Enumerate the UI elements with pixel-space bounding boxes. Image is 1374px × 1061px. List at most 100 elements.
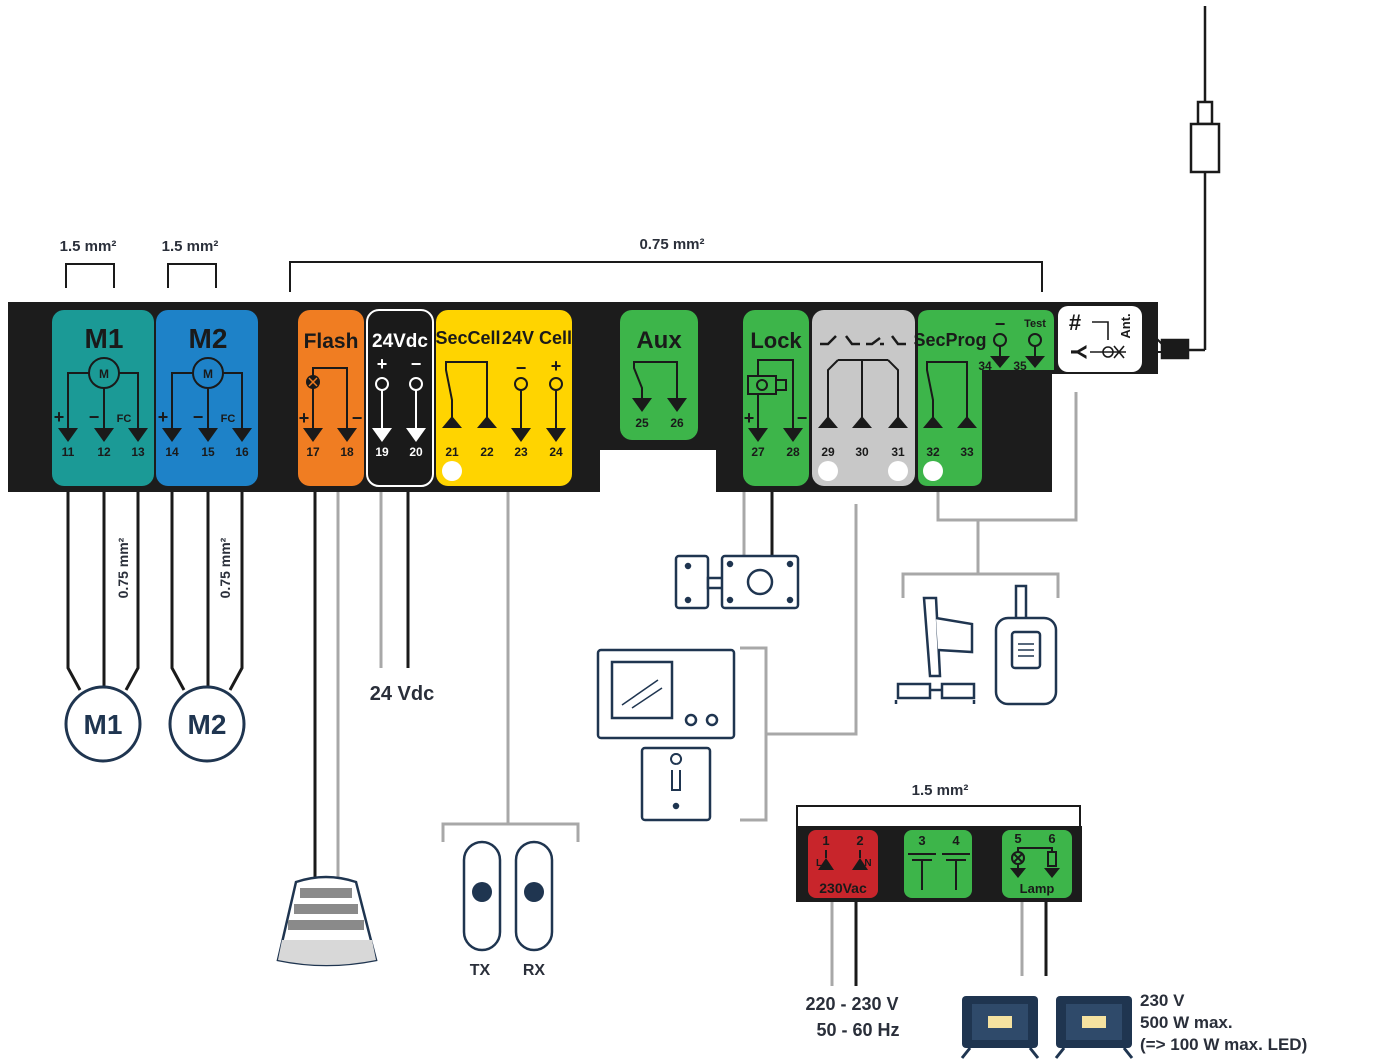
lock-title: Lock [750,328,802,353]
cell24-plus: + [551,356,562,376]
lamp-voltage: 230 V [1140,991,1185,1010]
lamp-led-power: (=> 100 W max. LED) [1140,1035,1307,1054]
m2-minus: − [193,407,204,427]
terminal-31: 31 [891,445,905,459]
seccell-block: SecCell 24V Cell − + 21 22 23 24 [435,310,572,486]
line-l: L [816,858,822,869]
wire-size-motor1: 1.5 mm² [60,238,117,255]
terminal-11: 11 [62,445,75,459]
terminal-32: 32 [926,445,940,459]
mains-voltage: 220 - 230 V [805,994,898,1014]
mains-frequency: 50 - 60 Hz [816,1020,899,1040]
terminal-13: 13 [131,445,145,459]
terminal-14: 14 [165,445,179,459]
antenna-hash: # [1069,310,1081,335]
jumper-indicator [923,461,943,481]
jumper-indicator [888,461,908,481]
flash-title: Flash [304,330,359,353]
tx-label: TX [470,962,491,979]
terminal-20: 20 [409,445,423,459]
wire-size-brackets [65,261,1081,826]
m1-title: M1 [85,323,124,354]
power-terminal-3: 3 [918,833,925,848]
m1-minus: − [89,407,100,427]
m2-block: M2 M + − FC 14 15 16 [156,310,258,486]
floodlight-icon [960,996,1040,1059]
intercom-icon [596,648,736,740]
terminal-25: 25 [635,416,649,430]
terminal-15: 15 [201,445,215,459]
m2-title: M2 [189,323,228,354]
photocell-tx-icon [462,840,502,952]
m2-motor-symbol: M [203,367,213,381]
rx-label: RX [523,962,546,979]
key-switch-icon [640,746,712,822]
flash-block: Flash + − 17 18 [298,310,364,486]
secprog-title: SecProg [913,330,986,350]
lock-minus: − [797,408,808,428]
m1-block: M1 M + − FC 11 12 13 [52,310,154,486]
motor2-label: M2 [188,709,227,740]
terminal-30: 30 [855,445,869,459]
flash-minus: − [352,408,363,428]
aux-title: Aux [636,327,682,354]
terminal-16: 16 [235,445,249,459]
remote-control-icon [994,584,1058,706]
wire-size-low-voltage: 0.75 mm² [639,236,704,253]
photo-edge-icon [894,596,976,704]
seccell-title: SecCell [435,328,500,348]
terminal-23: 23 [514,445,528,459]
m2-fc: FC [221,413,236,425]
terminal-22: 22 [480,445,494,459]
terminal-12: 12 [97,445,111,459]
motor1-label: M1 [84,709,123,740]
m1-motor-symbol: M [99,367,109,381]
terminal-17: 17 [306,445,320,459]
secprog-test: Test [1024,318,1046,330]
antenna-y: Y [1066,345,1091,360]
lamp-power: 500 W max. [1140,1013,1233,1032]
antenna-block: # Y Ant. [1058,306,1142,372]
switch-symbols [820,335,906,346]
jumper-indicator [818,461,838,481]
electric-lock-icon [674,554,800,610]
terminal-19: 19 [375,445,389,459]
m1-fc: FC [117,413,132,425]
jumper-indicator [442,461,462,481]
lock-block: Lock + − 27 28 [743,310,809,486]
m2-plus: + [158,407,169,427]
secprog-block: SecProg Test − 32 33 34 35 [913,310,1054,486]
lock-plus: + [744,408,755,428]
m1-plus: + [54,407,65,427]
terminal-35: 35 [1013,359,1027,373]
power-terminal-4: 4 [952,833,960,848]
power-board: 1 2 3 4 5 6 L N 230Vac Lamp [796,826,1082,902]
terminal-18: 18 [340,445,354,459]
v24-minus: − [411,354,422,374]
terminal-34: 34 [978,359,992,373]
terminal-24: 24 [549,445,563,459]
v24-title: 24Vdc [372,331,428,352]
antenna-label: Ant. [1118,313,1133,338]
motor2-device: M2 [168,685,246,763]
lamp-label: Lamp [1020,881,1055,896]
photocell-rx-icon [514,840,554,952]
floodlight-icon [1054,996,1134,1059]
mains-label: 230Vac [819,880,867,896]
flashing-light-icon [276,875,378,967]
wire-size-motor2: 1.5 mm² [162,238,219,255]
cell24-minus: − [516,358,527,378]
aux-block: Aux 25 26 [620,310,698,440]
flash-plus: + [299,408,310,428]
terminal-28: 28 [786,445,800,459]
wire-size-encoder2: 0.75 mm² [217,537,233,598]
terminal-33: 33 [960,445,974,459]
line-n: N [864,858,871,869]
v24-block: 24Vdc + − 19 20 [366,309,434,487]
antenna-icon [1149,6,1221,360]
cell24-title: 24V Cell [502,328,572,348]
power-terminal-5: 5 [1014,831,1021,846]
power-terminal-6: 6 [1048,831,1055,846]
terminal-29: 29 [821,445,835,459]
